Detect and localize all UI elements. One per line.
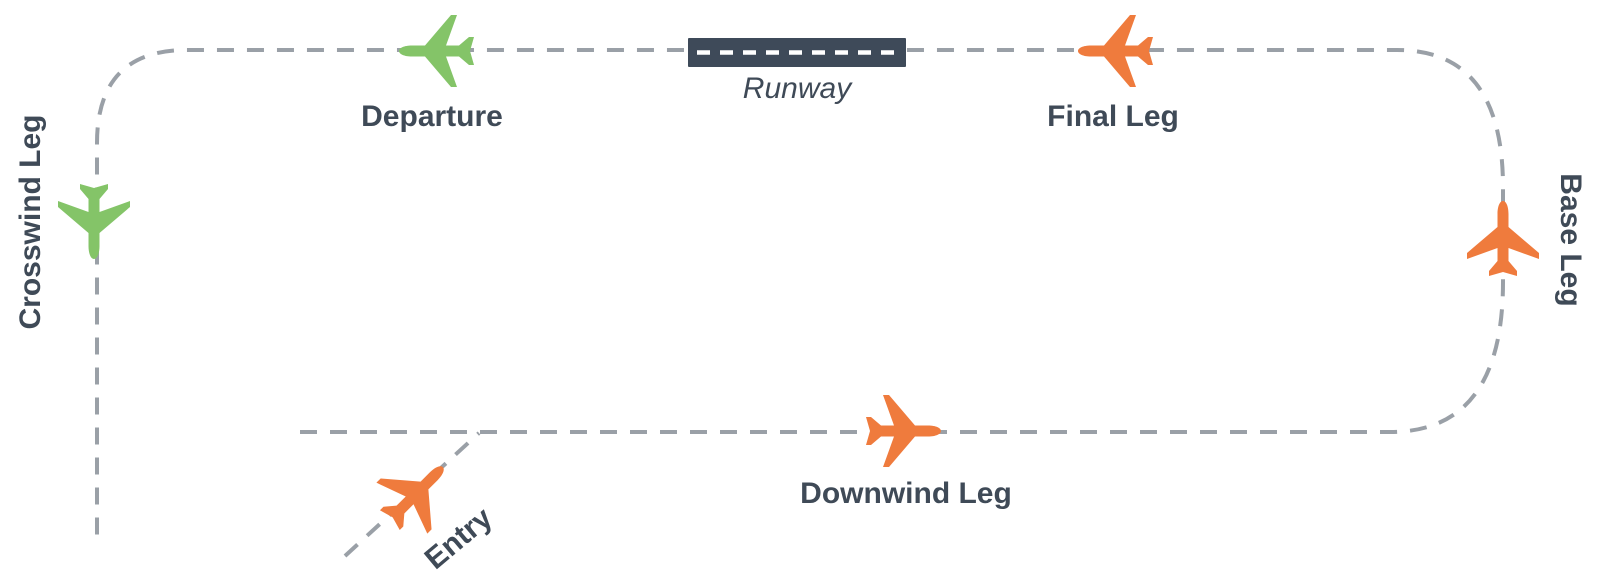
runway-label: Runway [742, 72, 852, 105]
departure-airplane-icon [399, 15, 474, 87]
final-leg-label: Final Leg [1047, 100, 1179, 133]
crosswind-airplane-icon [58, 184, 130, 259]
crosswind-leg-label: Crosswind Leg [14, 114, 47, 330]
pattern-loop-path [95, 48, 1505, 547]
downwind-airplane-icon [866, 395, 941, 467]
downwind-leg-label: Downwind Leg [800, 477, 1012, 510]
base-leg-label: Base Leg [1554, 173, 1587, 307]
departure-label: Departure [361, 100, 503, 133]
final-airplane-icon [1078, 15, 1153, 87]
base-airplane-icon [1467, 201, 1539, 276]
